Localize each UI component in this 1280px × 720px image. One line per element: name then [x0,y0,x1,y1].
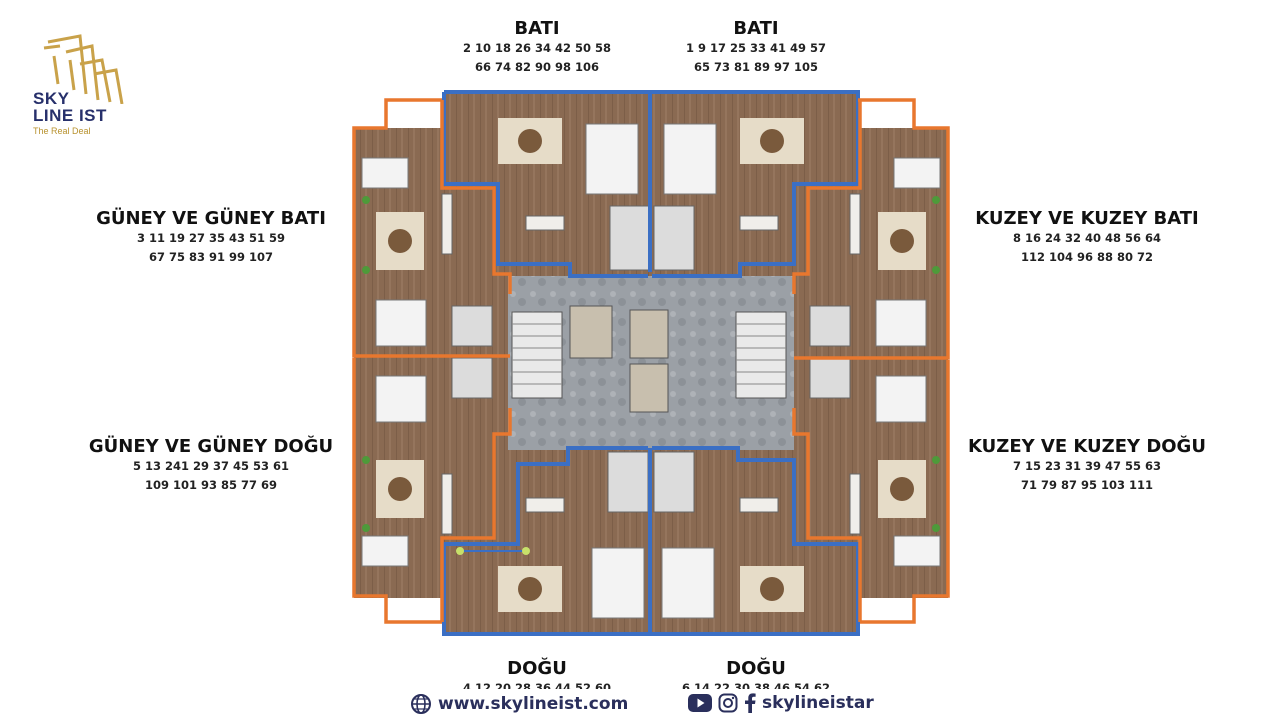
logo-text-line-ist: LINE IST [33,106,107,125]
stair-steps [512,323,786,385]
unit-numbers-line2: 66 74 82 90 98 106 [474,60,600,74]
kitchen-counter [441,193,861,535]
logo-text-sky: SKY [33,89,70,108]
direction-title: GÜNEY VE GÜNEY BATI [96,208,326,229]
direction-title: GÜNEY VE GÜNEY DOĞU [88,436,334,457]
logo-buildings-icon [43,34,124,104]
website-link[interactable]: www.skylineist.com [410,693,628,715]
website-text: www.skylineist.com [438,694,629,714]
unit-numbers-line1: 4 12 20 28 36 44 52 60 [462,681,612,689]
unit-numbers-line2: 112 104 96 88 80 72 [1020,250,1154,264]
unit-numbers-line1: 7 15 23 31 39 47 55 63 [1012,459,1162,473]
direction-title: DOĞU [507,658,567,679]
direction-label-bottom-left: DOĞU 4 12 20 28 36 44 52 60 [437,658,637,689]
elevator-shaft [569,305,613,359]
brand-logo: SKY LINE IST The Real Deal [30,34,140,144]
direction-title: BATI [514,18,560,39]
direction-title: BATI [733,18,779,39]
unit-numbers-line2: 71 79 87 95 103 111 [1020,478,1154,492]
plant-decor [362,196,940,532]
stairwell [511,311,563,399]
footer-bar: www.skylineist.com skylineistar [0,690,1280,720]
direction-label-top-left: BATI 2 10 18 26 34 42 50 58 66 74 82 90 … [437,18,637,77]
social-links: skylineistar [688,693,874,713]
unit-numbers-line2: 65 73 81 89 97 105 [693,60,819,74]
instagram-icon[interactable] [718,693,738,713]
unit-boundary-blue [442,90,860,636]
globe-icon [411,694,431,714]
bathroom [451,205,851,513]
direction-title: KUZEY VE KUZEY BATI [975,208,1199,229]
facebook-icon[interactable] [744,693,756,713]
social-handle-text: skylineistar [762,693,874,713]
direction-label-bottom-right: DOĞU 6 14 22 30 38 46 54 62 [656,658,856,689]
living-furniture [376,118,926,612]
direction-label-right-upper: KUZEY VE KUZEY BATI 8 16 24 32 40 48 56 … [956,208,1218,267]
unit-numbers-line1: 3 11 19 27 35 43 51 59 [136,231,286,245]
direction-label-left-lower: GÜNEY VE GÜNEY DOĞU 5 13 241 29 37 45 53… [80,436,342,495]
direction-label-top-right: BATI 1 9 17 25 33 41 49 57 65 73 81 89 9… [656,18,856,77]
elevator-shaft [629,309,669,359]
elevator-shaft [629,363,669,413]
measure-marker [456,547,530,555]
floor-plan-drawing [352,90,950,636]
direction-label-left-upper: GÜNEY VE GÜNEY BATI 3 11 19 27 35 43 51 … [80,208,342,267]
unit-numbers-line2: 109 101 93 85 77 69 [144,478,278,492]
unit-numbers-line1: 1 9 17 25 33 41 49 57 [685,41,827,55]
floor-plan [348,88,954,640]
direction-title: KUZEY VE KUZEY DOĞU [968,436,1206,457]
unit-numbers-line1: 5 13 241 29 37 45 53 61 [132,459,290,473]
direction-title: DOĞU [726,658,786,679]
unit-numbers-line2: 67 75 83 91 99 107 [148,250,274,264]
bed-furniture [361,123,941,619]
unit-numbers-line1: 8 16 24 32 40 48 56 64 [1012,231,1162,245]
logo-tagline: The Real Deal [33,126,91,136]
youtube-icon[interactable] [688,694,712,712]
unit-numbers-line1: 2 10 18 26 34 42 50 58 [462,41,612,55]
unit-boundary-orange [352,98,950,624]
unit-numbers-line1: 6 14 22 30 38 46 54 62 [681,681,831,689]
stairwell [735,311,787,399]
direction-label-right-lower: KUZEY VE KUZEY DOĞU 7 15 23 31 39 47 55 … [956,436,1218,495]
